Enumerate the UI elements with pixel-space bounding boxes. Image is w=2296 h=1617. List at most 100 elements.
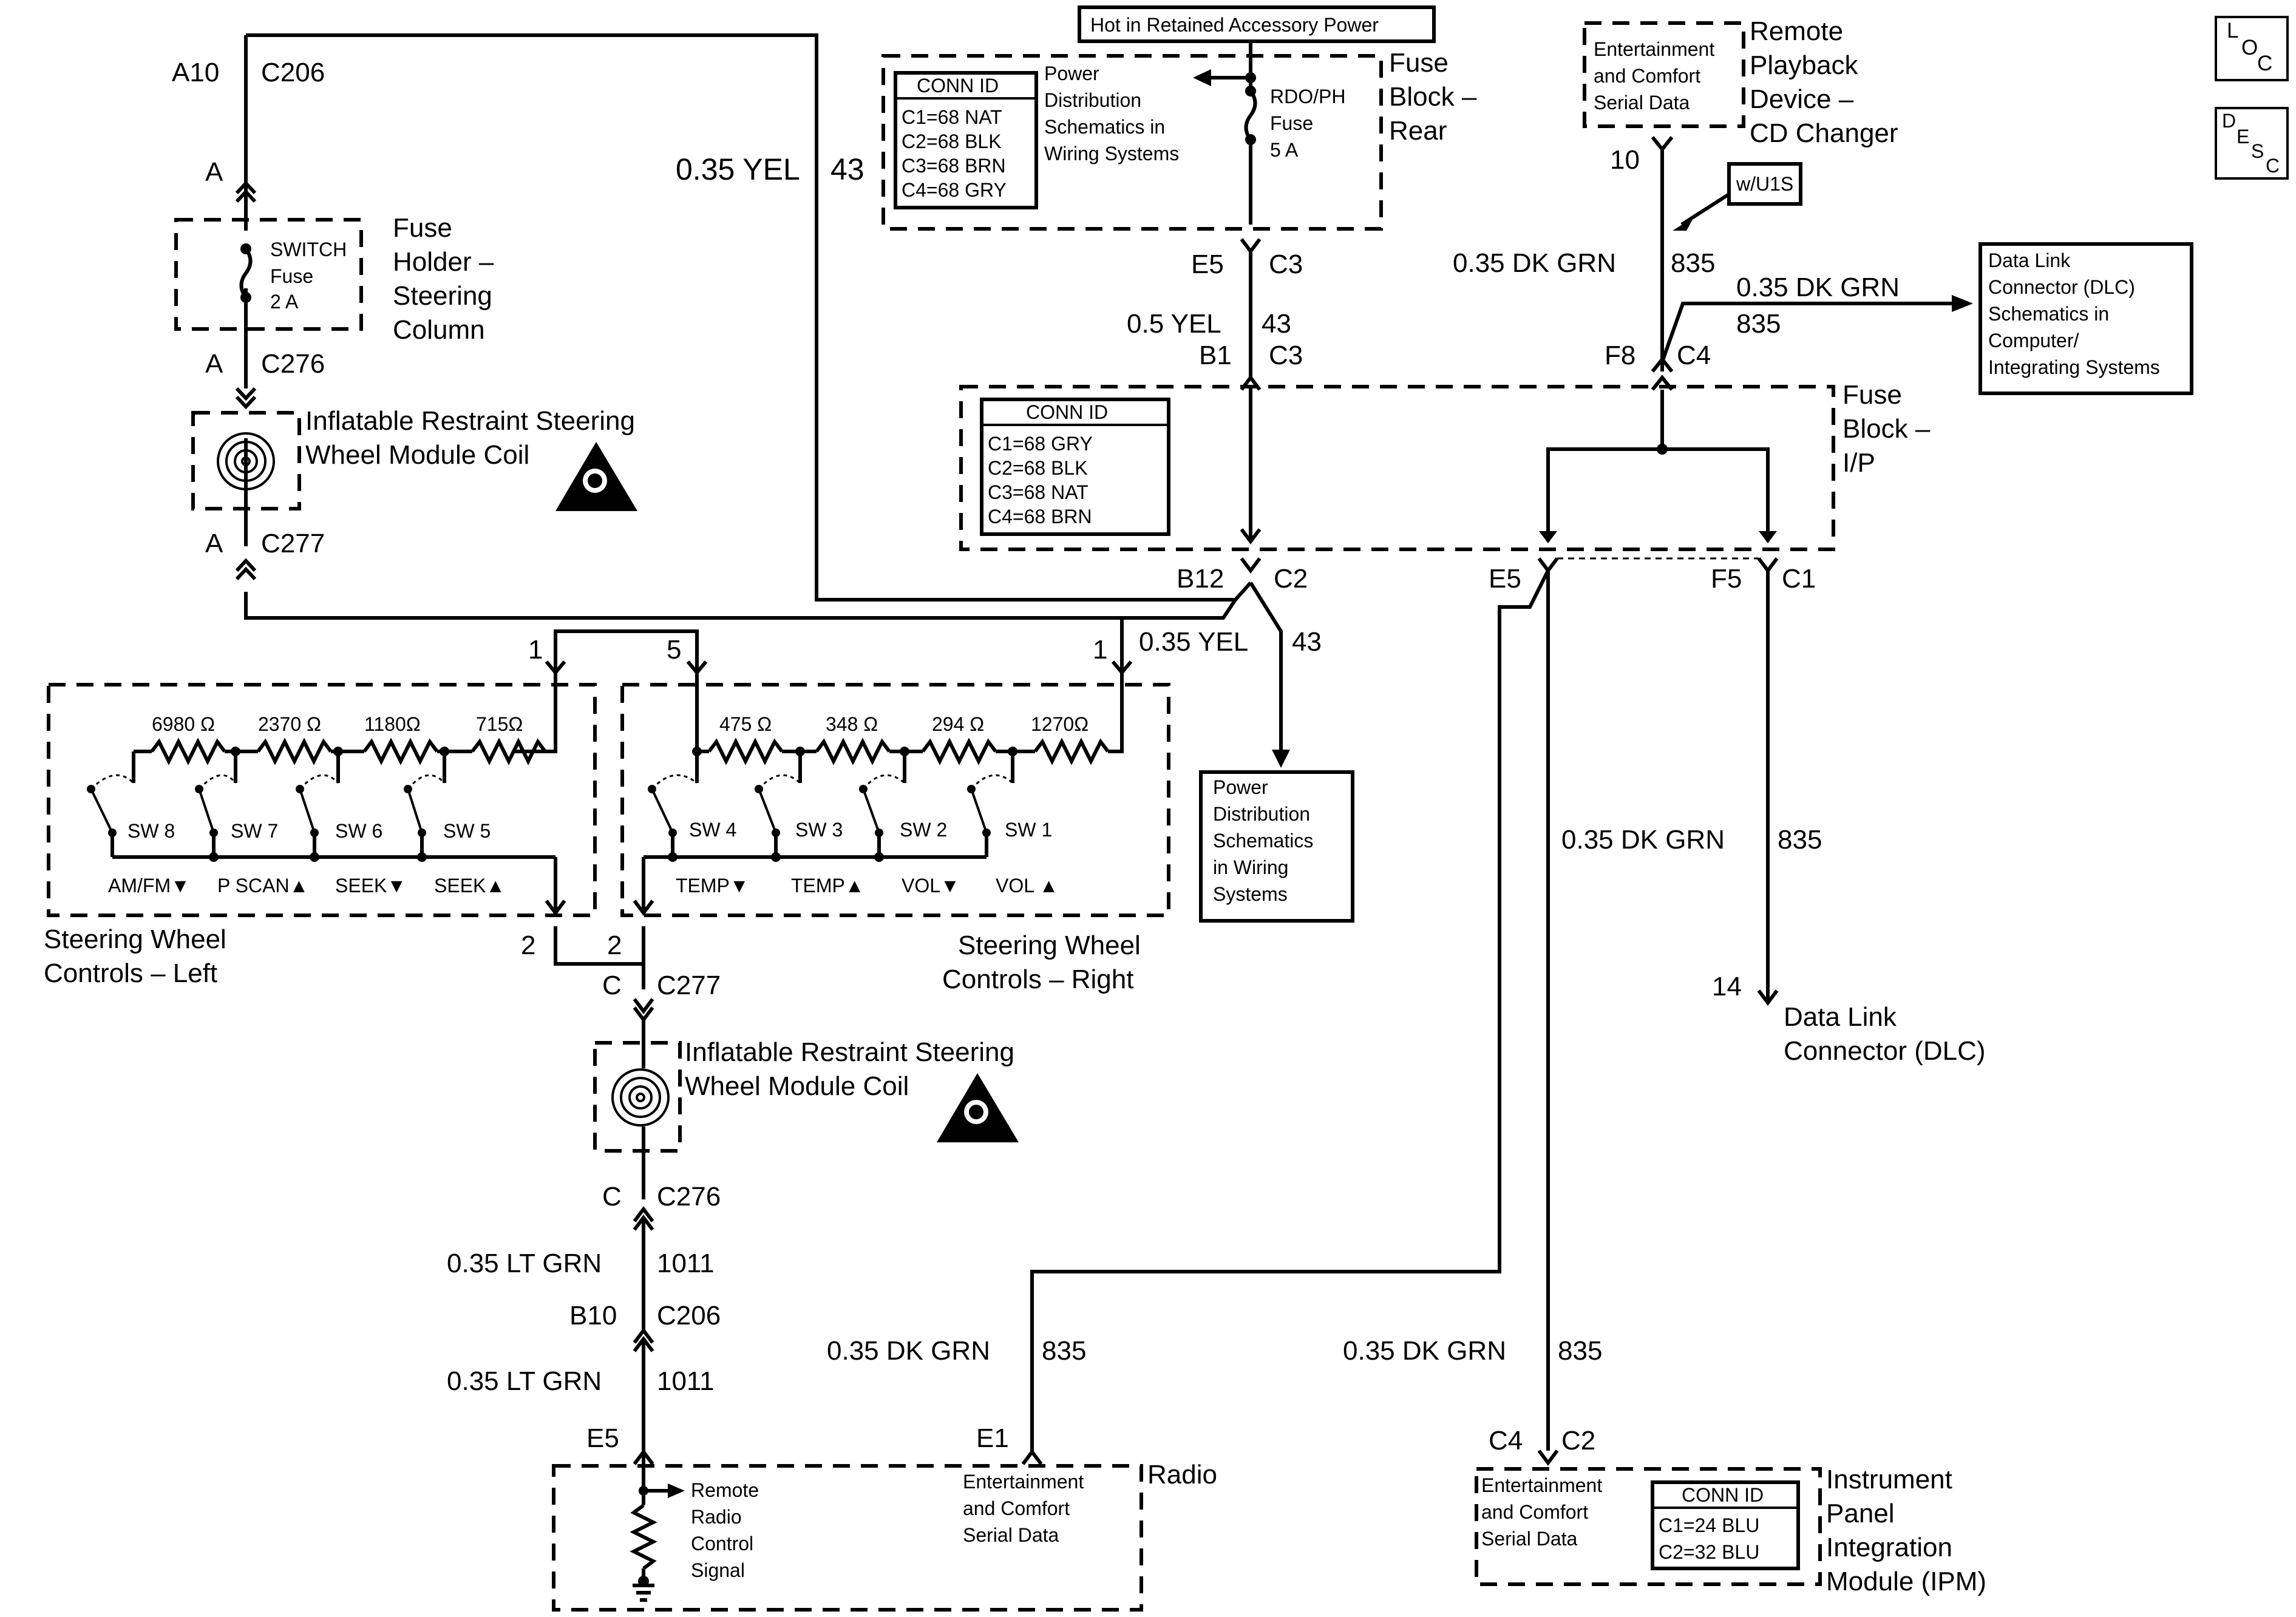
- instrument-panel-integration-module: Entertainment and Comfort Serial Data CO…: [1475, 1467, 1822, 1586]
- wire-color-035-yel: 0.35 YEL: [676, 152, 800, 186]
- wire-dk-grn-to-dlc: [1757, 571, 1779, 1006]
- pin-e5-radio: E5: [586, 1423, 619, 1453]
- svg-text:Connector (DLC): Connector (DLC): [1988, 276, 2135, 298]
- svg-text:RDO/PH: RDO/PH: [1270, 86, 1345, 107]
- svg-text:C2=68 BLK: C2=68 BLK: [988, 457, 1088, 479]
- circuit-835-radio: 835: [1042, 1336, 1086, 1366]
- svg-text:SW 6: SW 6: [335, 820, 382, 842]
- power-dist-ref-box[interactable]: Power Distribution Schematics in Wiring …: [1199, 770, 1354, 923]
- svg-text:Serial Data: Serial Data: [963, 1524, 1059, 1546]
- svg-text:475 Ω: 475 Ω: [719, 713, 772, 735]
- svg-text:Data Link: Data Link: [1988, 249, 2071, 271]
- connector-c206-bottom: C206: [657, 1301, 721, 1331]
- connector-e5-radio: [633, 1449, 654, 1465]
- connector-c3-rear: C3: [1269, 249, 1303, 279]
- swc-right-title: Steering Wheel: [958, 931, 1141, 960]
- pin-e5-rear: E5: [1191, 249, 1224, 279]
- pin-10: 10: [1610, 145, 1640, 175]
- svg-text:6980 Ω: 6980 Ω: [152, 713, 215, 735]
- svg-text:C4=68 BRN: C4=68 BRN: [988, 506, 1092, 527]
- swc-right-title-2: Controls – Right: [942, 964, 1133, 994]
- radio-title: Radio: [1147, 1460, 1217, 1490]
- svg-text:C1=24 BLU: C1=24 BLU: [1659, 1514, 1759, 1536]
- airbag-warning-icon: [555, 442, 637, 511]
- svg-text:Entertainment: Entertainment: [1481, 1474, 1602, 1496]
- svg-text:Power: Power: [1213, 776, 1268, 798]
- connector-c206-top: C206: [261, 58, 325, 87]
- circuit-835-ipm: 835: [1558, 1336, 1602, 1366]
- svg-text:VOL▼: VOL▼: [902, 875, 960, 897]
- connector-c277-bottom: C277: [657, 971, 721, 1000]
- svg-text:AM/FM▼: AM/FM▼: [108, 875, 190, 897]
- fuse-block-ip-title-2: Block –: [1843, 414, 1931, 444]
- circuit-43-c: 43: [1292, 627, 1322, 657]
- connector-c4-ip: C4: [1677, 341, 1711, 370]
- svg-text:348 Ω: 348 Ω: [826, 713, 878, 735]
- svg-text:CONN ID: CONN ID: [1026, 401, 1108, 423]
- dlc-ref-box[interactable]: Data Link Connector (DLC) Schematics in …: [1978, 242, 2193, 395]
- svg-text:w/U1S: w/U1S: [1736, 173, 1793, 195]
- svg-text:Distribution: Distribution: [1044, 89, 1141, 111]
- svg-text:CONN ID: CONN ID: [1682, 1484, 1764, 1506]
- option-w-u1s: w/U1S: [1673, 162, 1802, 231]
- wire-color-dk-grn-radio: 0.35 DK GRN: [827, 1336, 990, 1366]
- remote-playback-title-3: Device –: [1750, 84, 1854, 114]
- clockspring-coil-top: [191, 411, 301, 510]
- svg-text:VOL ▲: VOL ▲: [996, 875, 1058, 897]
- steering-wheel-controls-right: 475 Ω 348 Ω 294 Ω 1270Ω SW 4 SW 3 SW 2 S…: [620, 673, 1170, 917]
- connector-c3-ip: C3: [1269, 341, 1303, 370]
- pin-e1-radio: E1: [976, 1423, 1009, 1453]
- svg-text:Remote: Remote: [691, 1479, 759, 1501]
- wire-dk-grn-to-ipm: [1537, 571, 1559, 1466]
- ipm-title-3: Integration: [1826, 1533, 1952, 1562]
- connector-chevron: [235, 558, 257, 581]
- pin-1-left: 1: [528, 635, 543, 665]
- svg-text:SW 8: SW 8: [127, 820, 175, 842]
- svg-text:C3=68 BRN: C3=68 BRN: [902, 155, 1006, 177]
- pin-14: 14: [1712, 972, 1742, 1002]
- svg-text:TEMP▼: TEMP▼: [676, 875, 749, 897]
- svg-text:C4=68 GRY: C4=68 GRY: [902, 179, 1007, 201]
- swc-left-title: Steering Wheel: [44, 924, 226, 954]
- remote-playback-title: Remote: [1750, 16, 1843, 46]
- pin-a-c277: A: [205, 529, 223, 558]
- connector-chevron: [235, 387, 257, 410]
- wire-color-05-yel: 0.5 YEL: [1127, 309, 1221, 339]
- svg-text:715Ω: 715Ω: [476, 713, 523, 735]
- svg-text:and Comfort: and Comfort: [963, 1497, 1070, 1519]
- svg-text:Schematics in: Schematics in: [1044, 116, 1165, 138]
- wire-color-lt-grn-1: 0.35 LT GRN: [447, 1249, 602, 1278]
- svg-text:Hot in Retained Accessory Powe: Hot in Retained Accessory Power: [1090, 14, 1379, 36]
- svg-text:D: D: [2222, 110, 2236, 132]
- connector-e1-radio: [1021, 1449, 1043, 1465]
- pin-c-c276: C: [602, 1182, 622, 1212]
- svg-text:O: O: [2241, 36, 2258, 59]
- swc-left-title-2: Controls – Left: [44, 958, 217, 988]
- svg-text:Power: Power: [1044, 63, 1099, 84]
- fuse-holder-title-3: Steering: [393, 281, 492, 311]
- switch-contacts: [87, 774, 446, 837]
- circuit-835-top: 835: [1671, 248, 1715, 278]
- svg-text:Serial Data: Serial Data: [1594, 92, 1690, 114]
- pin-f8: F8: [1605, 341, 1635, 370]
- wire-lt-grn-1011: [633, 1206, 654, 1487]
- hot-in-retained-banner: Hot in Retained Accessory Power: [1078, 5, 1436, 43]
- coil-bottom-title: Inflatable Restraint Steering: [685, 1037, 1014, 1067]
- wire-color-lt-grn-2: 0.35 LT GRN: [447, 1366, 602, 1396]
- remote-playback-title-2: Playback: [1750, 50, 1859, 80]
- desc-symbol[interactable]: D E S C: [2215, 107, 2289, 180]
- svg-text:CONN ID: CONN ID: [917, 75, 999, 97]
- svg-text:SEEK▼: SEEK▼: [335, 875, 406, 897]
- wire-color-dk-grn-ipm: 0.35 DK GRN: [1343, 1336, 1506, 1366]
- svg-text:Schematics: Schematics: [1213, 830, 1313, 852]
- svg-text:C1=68 GRY: C1=68 GRY: [988, 433, 1093, 455]
- fuse-block-rear-title-2: Block –: [1389, 82, 1477, 112]
- wires-to-swc: [545, 616, 1223, 676]
- circuit-835-dlcref: 835: [1736, 309, 1781, 339]
- loc-symbol[interactable]: L O C: [2215, 16, 2289, 81]
- pin-e5-ip: E5: [1489, 564, 1521, 594]
- pin-a-top: A: [205, 157, 223, 187]
- svg-text:1180Ω: 1180Ω: [364, 713, 421, 735]
- svg-text:E: E: [2237, 126, 2249, 147]
- svg-text:SW 4: SW 4: [689, 819, 736, 841]
